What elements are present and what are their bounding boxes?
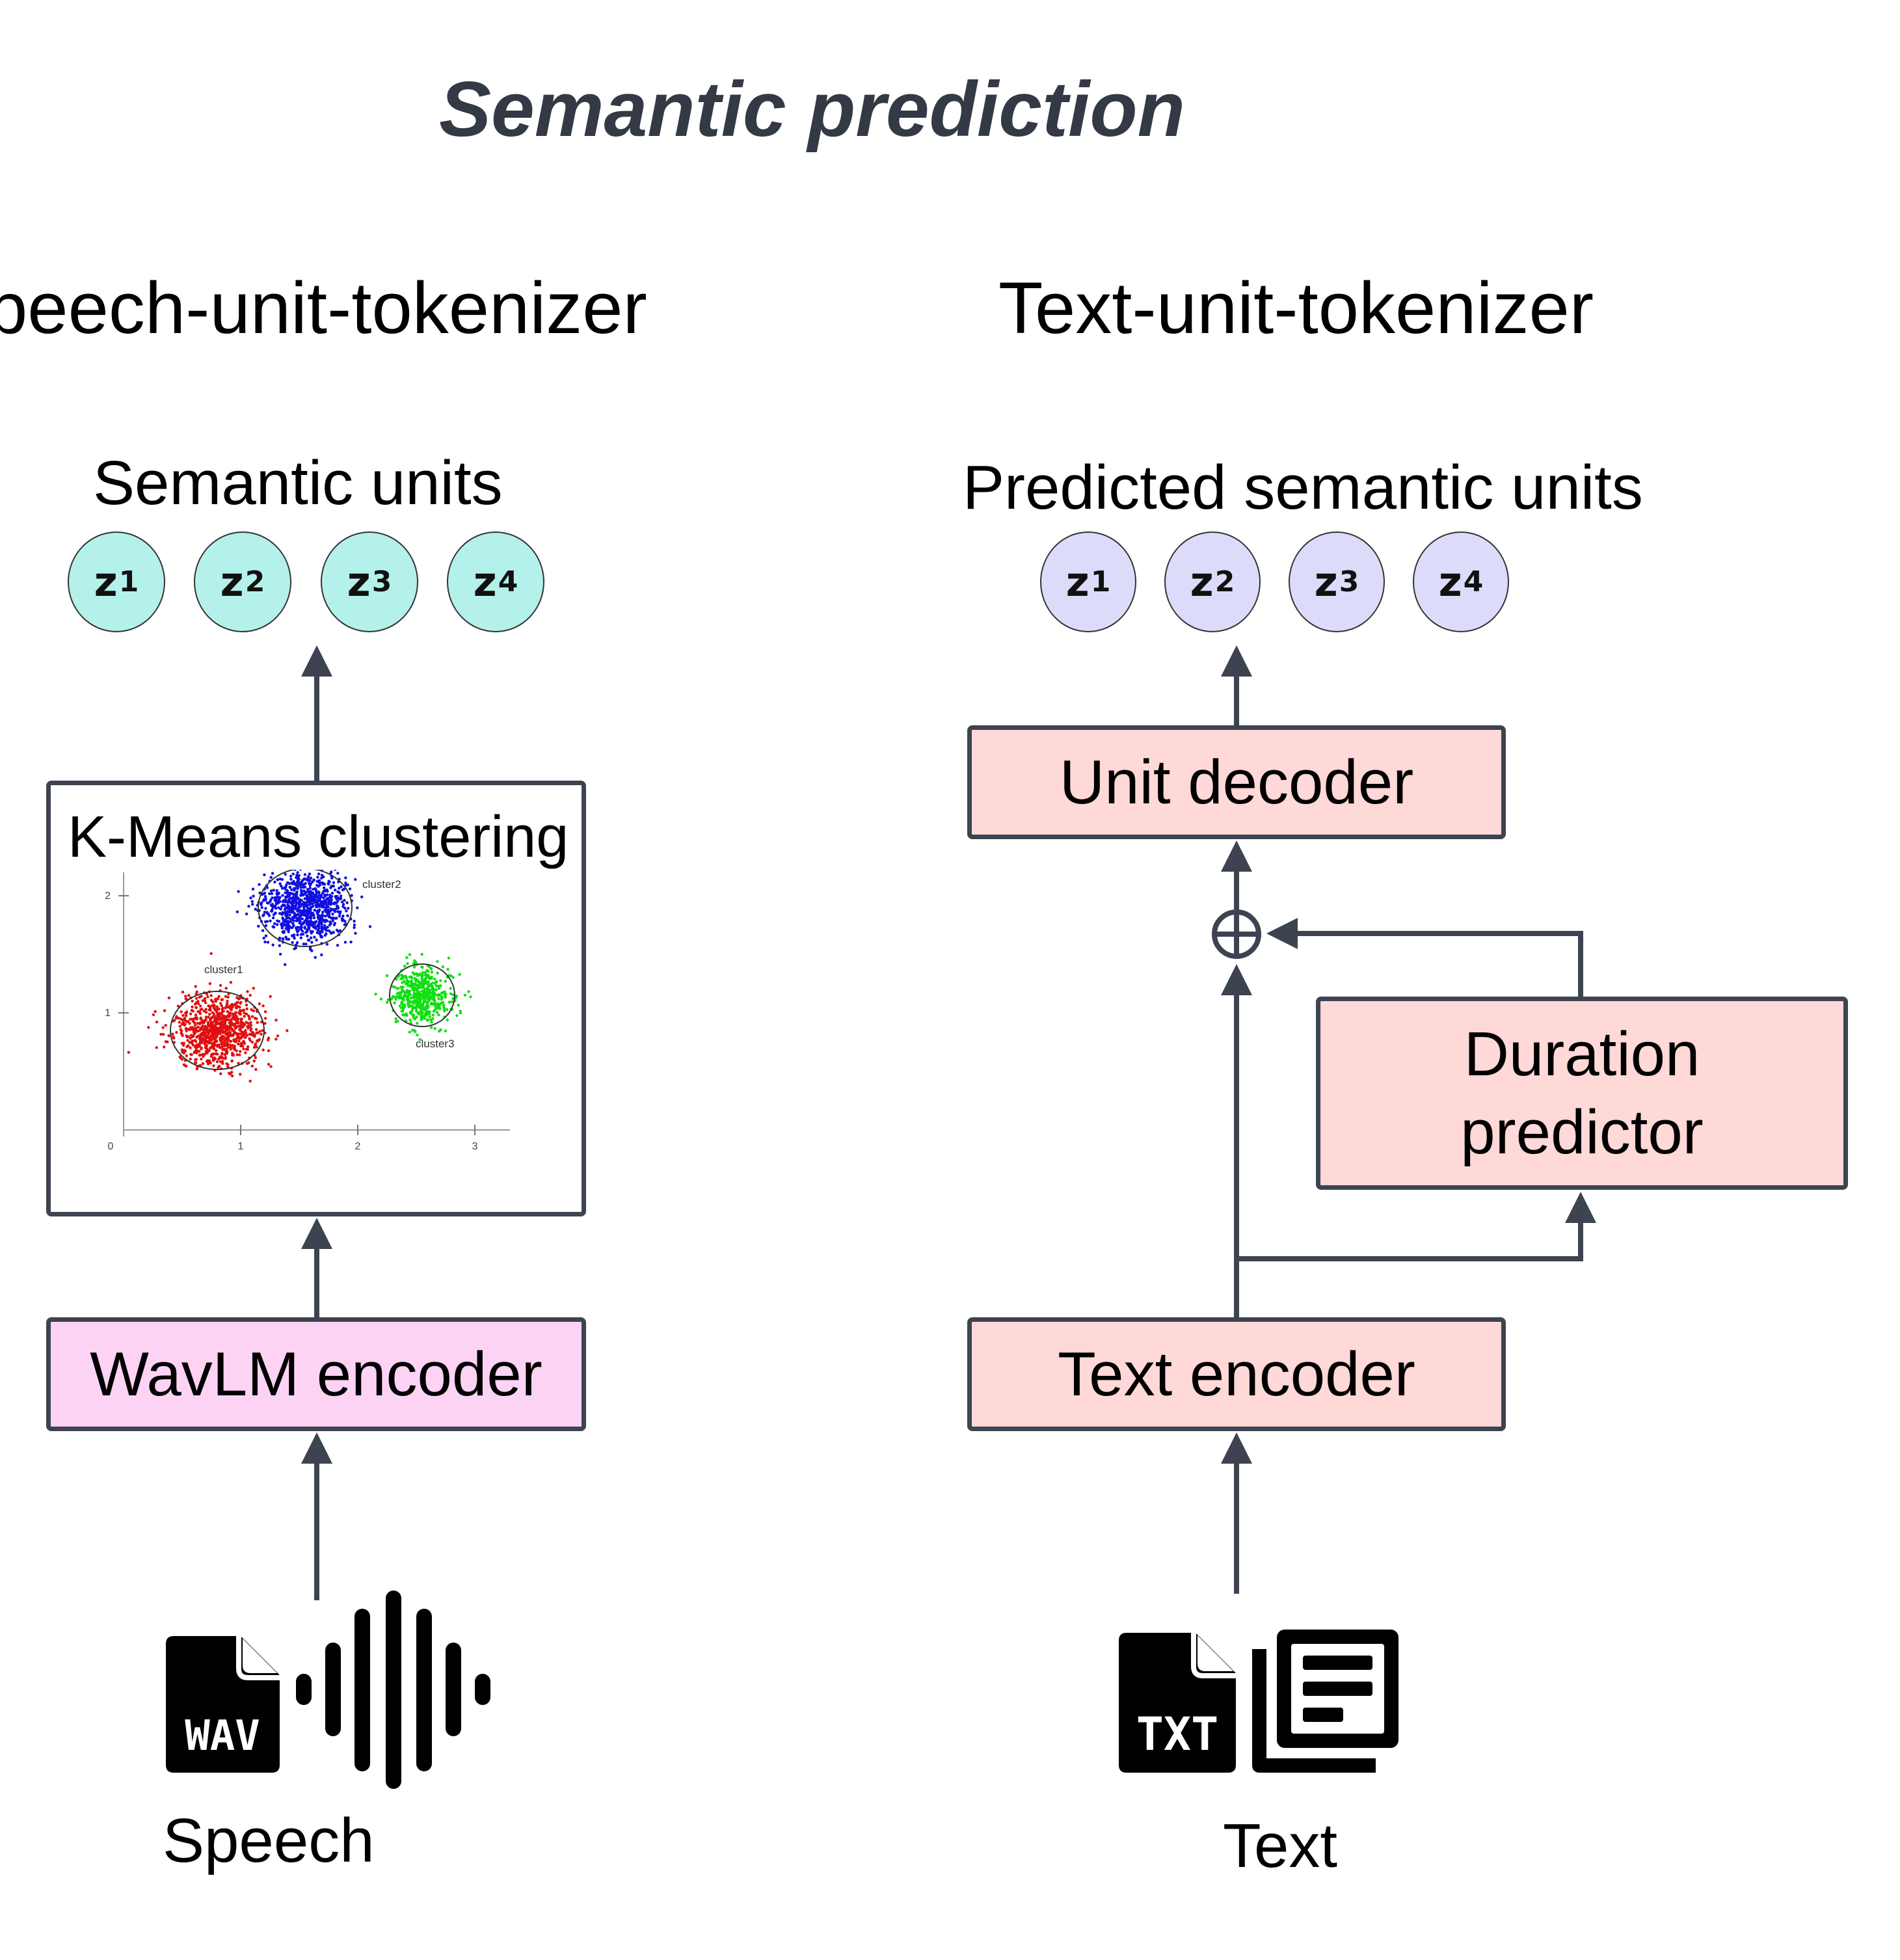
right-heading: Text-unit-tokenizer: [998, 267, 1594, 349]
kmeans-scatter-plot: 0 1 2 3 1 2 cluster1 cluster2 cluster3: [105, 870, 510, 1152]
semantic-units-label: Semantic units: [93, 448, 503, 518]
x-tick-label: 0: [108, 1141, 114, 1152]
kmeans-label: K-Means clustering: [68, 805, 569, 870]
cluster3-label: cluster3: [416, 1038, 455, 1050]
arrow-duration-to-sum: [1266, 918, 1583, 997]
duration-label-line2: predictor: [1460, 1097, 1704, 1167]
unit-decoder-label: Unit decoder: [1059, 747, 1414, 817]
duration-predictor-box: Duration predictor: [1316, 997, 1848, 1190]
unit-decoder-box: Unit decoder: [967, 725, 1506, 839]
cluster3-outline: [389, 963, 455, 1027]
y-tick-label: 1: [105, 1008, 111, 1019]
speech-label: Speech: [163, 1806, 375, 1875]
cluster1-outline: [170, 991, 265, 1070]
y-tick-label: 2: [105, 891, 111, 902]
x-tick-label: 3: [472, 1141, 478, 1152]
cluster2-outline: [258, 870, 353, 947]
text-encoder-label: Text encoder: [1058, 1339, 1415, 1409]
predicted-units-label: Predicted semantic units: [963, 453, 1643, 522]
txt-file-icon: TXT: [1119, 1633, 1236, 1773]
cluster1-label: cluster1: [204, 963, 243, 976]
diagram-title: Semantic prediction: [439, 66, 1185, 153]
cluster2-points: [235, 870, 372, 966]
text-label: Text: [1223, 1811, 1338, 1881]
kmeans-clustering-box: K-Means clustering 0 1 2 3 1 2 cluster1 cluster…: [46, 781, 586, 1216]
cluster3-points: [374, 952, 472, 1041]
txt-icon-text: TXT: [1136, 1708, 1218, 1761]
documents-icon: [1252, 1630, 1398, 1773]
duration-label-line1: Duration: [1464, 1019, 1700, 1089]
arrow-encoder-to-duration: [1237, 1192, 1596, 1261]
x-tick-label: 1: [238, 1141, 244, 1152]
wavlm-encoder-box: WavLM encoder: [46, 1317, 586, 1431]
cluster2-label: cluster2: [362, 878, 401, 891]
wavlm-encoder-label: WavLM encoder: [90, 1339, 542, 1409]
text-encoder-box: Text encoder: [967, 1317, 1506, 1431]
audio-waveform-icon: [296, 1591, 490, 1789]
left-heading: peech-unit-tokenizer: [0, 267, 647, 349]
x-tick-label: 2: [355, 1141, 361, 1152]
wav-file-icon: WAV: [166, 1636, 280, 1773]
wav-icon-text: WAV: [185, 1712, 260, 1760]
